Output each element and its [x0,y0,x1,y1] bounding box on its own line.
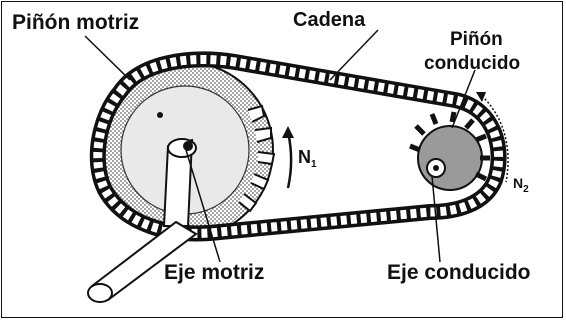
n1-letter: N [298,147,311,167]
n2-letter: N [513,175,523,191]
driven-sprocket [410,112,490,190]
label-eje-conducido: Eje conducido [385,262,533,283]
label-pinon-motriz: Piñón motriz [10,12,141,33]
label-pinon-conducido-line1: Piñón [448,30,505,49]
label-n1: N1 [298,148,317,166]
label-n2: N2 [513,176,529,191]
n1-subscript: 1 [311,159,317,170]
rotation-arrow-n1 [282,126,294,188]
label-eje-motriz: Eje motriz [162,262,266,283]
label-cadena: Cadena [291,10,367,30]
n2-subscript: 2 [523,184,529,195]
label-pinon-conducido-line2: conducido [422,54,522,73]
